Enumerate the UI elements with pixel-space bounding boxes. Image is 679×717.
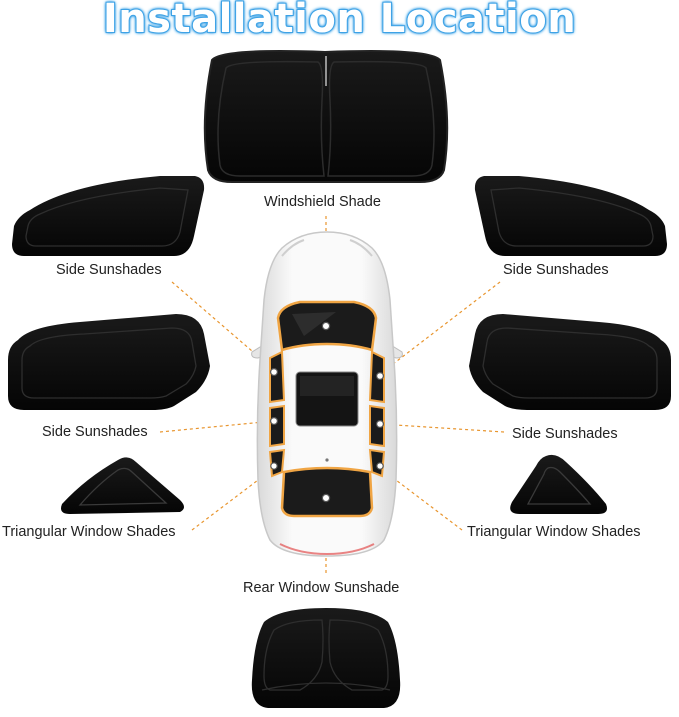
car-window-rear-left <box>269 404 285 448</box>
windshield-shade <box>203 50 449 183</box>
triangular-shade-left <box>61 457 184 514</box>
label-side-front-right: Side Sunshades <box>503 262 609 278</box>
label-triangular-left: Triangular Window Shades <box>2 524 176 540</box>
label-triangular-right: Triangular Window Shades <box>467 524 641 540</box>
label-rear: Rear Window Sunshade <box>243 580 400 596</box>
leader-side-rear-left <box>159 420 275 433</box>
side-shade-rear-left <box>8 314 210 410</box>
side-shade-front-right <box>474 176 667 256</box>
marker-dots <box>270 321 385 503</box>
side-shade-front-left <box>12 176 205 256</box>
leader-side-front-right <box>379 281 501 375</box>
car-window-front-left <box>269 350 286 404</box>
label-side-rear-right: Side Sunshades <box>512 426 618 442</box>
rear-window-shade <box>251 608 401 708</box>
leader-side-front-left <box>171 281 275 371</box>
label-windshield: Windshield Shade <box>264 194 381 210</box>
car-rear-glass <box>280 466 374 518</box>
page-title: Installation Location <box>102 0 577 43</box>
car-top-view <box>251 231 403 557</box>
triangular-shade-right <box>510 454 607 514</box>
side-shade-rear-right <box>469 314 671 410</box>
leader-side-rear-right <box>379 423 505 433</box>
label-side-rear-left: Side Sunshades <box>42 424 148 440</box>
label-side-front-left: Side Sunshades <box>56 262 162 278</box>
